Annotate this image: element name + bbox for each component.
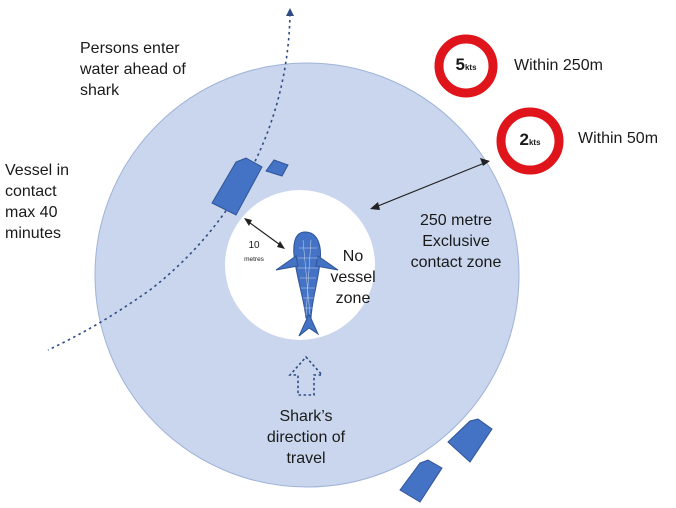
shark-direction-line-1: Shark’s <box>279 408 333 425</box>
persons-enter-line-2: water ahead of <box>80 61 186 78</box>
vessel-contact-line-4: minutes <box>5 225 62 242</box>
two-fifty-arrowhead-start <box>370 202 380 210</box>
direction-of-travel-arrow <box>288 355 324 396</box>
speed-sign-2-ring <box>496 107 564 175</box>
vessel-in-contact <box>211 157 263 216</box>
speed-sign-2-unit: kts <box>528 138 541 147</box>
speed-sign-5-unit: kts <box>464 63 477 72</box>
persons-enter-label: Persons enter water ahead of shark <box>80 38 186 101</box>
ten-metres-number: 10 <box>248 240 260 251</box>
no-vessel-line-3: zone <box>335 290 371 307</box>
speed-sign-5: 5kts <box>439 54 493 79</box>
exclusive-zone-line-3: contact zone <box>410 254 502 271</box>
two-fifty-metre-arrow <box>372 161 488 209</box>
ten-metre-arrowhead-start <box>244 218 252 226</box>
two-fifty-arrowhead-end <box>480 158 490 166</box>
speed-sign-2-range: Within 50m <box>578 130 659 147</box>
no-vessel-line-2: vessel <box>330 269 376 286</box>
shark-direction-label: Shark’s direction of travel <box>251 406 361 469</box>
persons-enter-line-3: shark <box>80 82 120 99</box>
ten-metres-unit: metres <box>244 256 264 263</box>
vessel-outside-zone-1 <box>447 418 493 463</box>
exclusive-zone-line-1: 250 metre <box>419 212 493 229</box>
no-vessel-line-1: No <box>342 248 364 265</box>
vessel-contact-label: Vessel in contact max 40 minutes <box>5 160 69 244</box>
ten-metre-arrowhead-end <box>277 241 285 249</box>
exclusive-zone-line-2: Exclusive <box>422 233 490 250</box>
persons-enter-line-1: Persons enter <box>80 40 180 57</box>
shark-direction-line-2: direction of <box>266 429 346 446</box>
vessel-contact-line-1: Vessel in <box>5 162 70 179</box>
whale-shark <box>275 231 339 337</box>
vessel-path-arrowhead <box>286 8 294 16</box>
vessel-contact-line-2: contact <box>5 183 57 200</box>
no-vessel-zone-label: No vessel zone <box>318 246 388 309</box>
shark-direction-line-3: travel <box>286 450 326 467</box>
speed-sign-2-value: 2 <box>519 130 529 149</box>
ten-metre-arrow <box>245 219 284 248</box>
exclusive-zone-label: 250 metre Exclusive contact zone <box>396 210 516 273</box>
speed-sign-2: 2kts <box>501 129 559 154</box>
swimmer-marker <box>265 159 289 177</box>
speed-sign-5-ring <box>434 34 498 98</box>
vessel-outside-zone-2 <box>399 459 443 503</box>
vessel-contact-line-3: max 40 <box>5 204 58 221</box>
speed-sign-5-range: Within 250m <box>514 57 603 74</box>
speed-sign-5-value: 5 <box>455 55 465 74</box>
